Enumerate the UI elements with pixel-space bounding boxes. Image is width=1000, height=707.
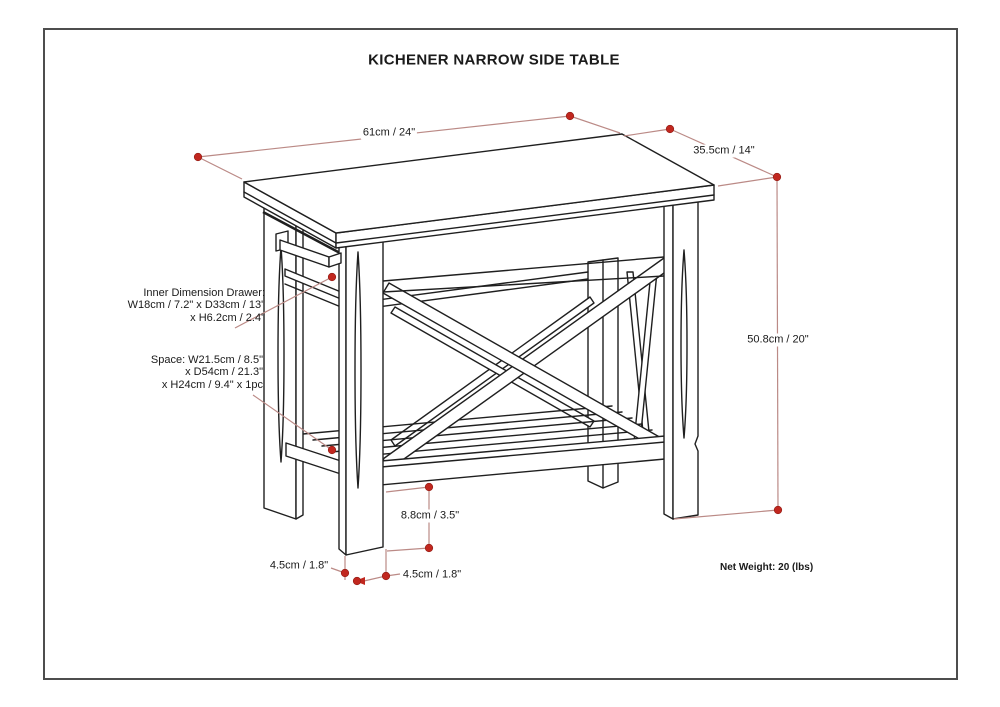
drawer-annotation-line2: W18cm / 7.2" x D33cm / 13" [127,299,265,312]
table-top [243,133,715,249]
right-leg [663,192,699,520]
dimension-label-leg-width-right: 4.5cm / 1.8" [402,568,462,581]
space-annotation-line3: x H24cm / 9.4" x 1pc [161,378,263,391]
dimension-label-leg-width-left: 4.5cm / 1.8" [269,559,329,572]
net-weight-label: Net Weight: 20 (lbs) [720,562,814,573]
space-annotation-line2: x D54cm / 21.3" [185,366,263,379]
dimension-label-shelf-clearance: 8.8cm / 3.5" [398,509,462,523]
dimension-label-height: 50.8cm / 20" [745,333,811,347]
drawer-annotation-line1: Inner Dimension Drawer: [143,287,265,299]
front-leg [338,227,384,556]
dimension-label-depth: 35.5cm / 14" [691,144,757,158]
space-annotation-line1: Space: W21.5cm / 8.5" [150,354,263,366]
drawer-annotation: Inner Dimension Drawer: W18cm / 7.2" x D… [105,287,265,324]
back-x-brace [390,296,595,447]
drawer-annotation-line3: x H6.2cm / 2.4" [190,311,265,324]
page-title: KICHENER NARROW SIDE TABLE [368,51,620,69]
drawer-slot-line [262,210,341,255]
dimension-label-width: 61cm / 24" [360,126,418,140]
dimension-dots [193,111,783,586]
space-annotation: Space: W21.5cm / 8.5" x D54cm / 21.3" x … [103,354,263,391]
apron-rail [382,256,665,293]
drawer-handle [275,230,342,268]
